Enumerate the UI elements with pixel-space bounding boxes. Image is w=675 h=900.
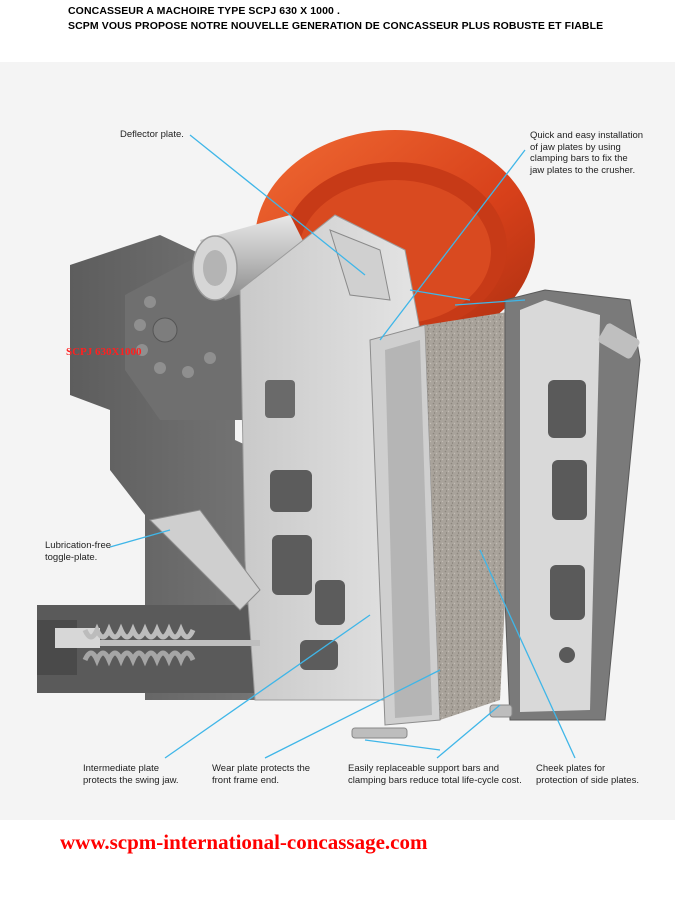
callout-line: protection of side plates. (536, 774, 639, 786)
toggle-plate (148, 509, 261, 611)
callout-line: Deflector plate. (120, 129, 184, 140)
header-band: CONCASSEUR A MACHOIRE TYPE SCPJ 630 X 10… (0, 0, 675, 62)
callout-cheek-plates: Cheek plates for protection of side plat… (536, 763, 639, 786)
leader-lines (109, 134, 576, 759)
callout-deflector-plate: Deflector plate. (120, 129, 184, 141)
deflector-plate (329, 229, 391, 301)
callout-quick-installation: Quick and easy installation of jaw plate… (530, 130, 643, 176)
callout-line: protects the swing jaw. (83, 774, 179, 786)
callout-wear-plate: Wear plate protects the front frame end. (212, 763, 310, 786)
callout-line: Cheek plates for (536, 763, 606, 774)
tension-spring (55, 623, 260, 667)
callout-line: jaw plates to the crusher. (530, 164, 636, 176)
header-title: CONCASSEUR A MACHOIRE TYPE SCPJ 630 X 10… (68, 5, 341, 17)
eccentric-shaft (192, 215, 315, 301)
front-frame (504, 289, 641, 721)
callout-toggle-plate: Lubrication-free toggle-plate. (45, 540, 111, 563)
model-label: SCPJ 630X1000 (66, 346, 142, 358)
callout-line: Quick and easy installation (530, 130, 644, 141)
support-bars (351, 704, 513, 739)
callout-line: Lubrication-free (45, 540, 112, 551)
callout-line: Easily replaceable support bars and (348, 763, 500, 774)
callout-intermediate-plate: Intermediate plate protects the swing ja… (83, 763, 179, 786)
callout-line: clamping bars reduce total life-cycle co… (348, 774, 522, 786)
crushing-chamber (369, 310, 520, 726)
jaw-crusher-illustration (37, 130, 641, 759)
callout-line: toggle-plate. (45, 551, 98, 563)
callout-line: Wear plate protects the (212, 763, 311, 774)
callout-line: front frame end. (212, 774, 280, 786)
callout-line: Intermediate plate (83, 763, 160, 774)
callout-line: of jaw plates by using (530, 141, 621, 153)
callout-line: clamping bars to fix the (530, 153, 628, 164)
website-link[interactable]: www.scpm-international-concassage.com (60, 830, 428, 854)
header-subtitle: SCPM VOUS PROPOSE NOTRE NOUVELLE GENERAT… (68, 20, 604, 32)
callout-support-bars: Easily replaceable support bars and clam… (348, 763, 522, 786)
